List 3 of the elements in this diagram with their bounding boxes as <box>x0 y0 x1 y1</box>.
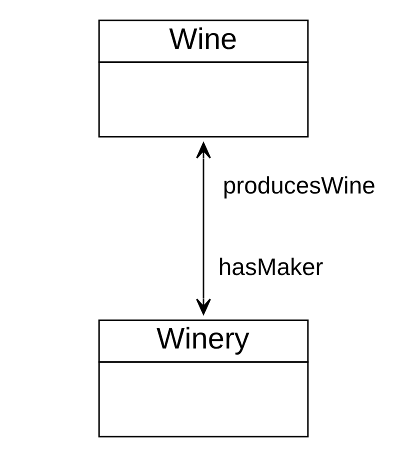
arrow <box>196 142 210 315</box>
label: hasMaker <box>218 254 323 281</box>
label: producesWine <box>222 172 375 200</box>
